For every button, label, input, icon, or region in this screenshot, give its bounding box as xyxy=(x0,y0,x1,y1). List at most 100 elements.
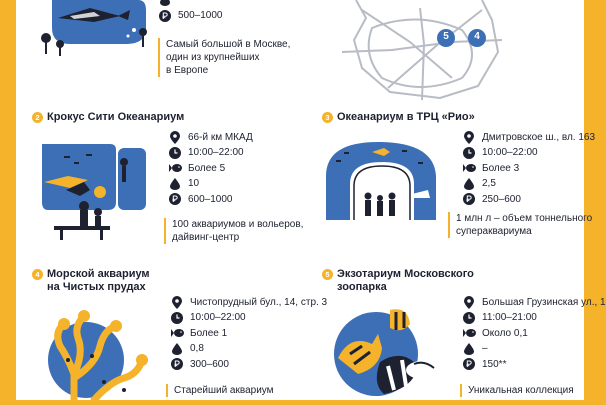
note-line: в Европе xyxy=(166,65,209,76)
card-2-illustration xyxy=(24,136,154,246)
card-3-info: Дмитровское ш., вл. 163 10:00–22:00 Боле… xyxy=(462,130,595,206)
info-row-hours: 10:00–22:00 xyxy=(168,146,253,160)
card-4-title: 4 Морской аквариум на Чистых прудах xyxy=(32,268,150,294)
info-row-species: Более 3 xyxy=(462,161,595,175)
location-pin-icon xyxy=(462,295,476,309)
info-value-species: Более 1 xyxy=(190,327,228,339)
info-value-price: 500–1000 xyxy=(178,10,223,21)
water-drop-icon xyxy=(462,177,476,191)
note-line: Уникальная коллекция xyxy=(468,385,574,396)
ruble-icon xyxy=(168,192,182,206)
info-value-address: 66-й км МКАД xyxy=(188,131,253,143)
info-value-price: 600–1000 xyxy=(188,193,233,205)
info-value-volume: – xyxy=(482,343,488,354)
water-drop-icon xyxy=(158,0,172,7)
info-value-address: Чистопрудный бул., 14, стр. 3 xyxy=(190,296,328,308)
fish-icon xyxy=(168,161,182,175)
info-row-price: 500–1000 xyxy=(158,9,223,23)
info-row-species: Более 5 xyxy=(168,161,253,175)
map-marker-4: 4 xyxy=(474,31,480,42)
map-marker-5: 5 xyxy=(443,31,449,42)
card-3-title: 3 Океанариум в ТРЦ «Рио» xyxy=(322,111,475,124)
ruble-icon xyxy=(462,192,476,206)
info-value-volume: 0,8 xyxy=(190,343,204,354)
water-drop-icon xyxy=(462,342,476,356)
note-line: 1 млн л – объем тоннельного xyxy=(456,213,593,224)
note-line: Старейший аквариум xyxy=(174,385,274,396)
info-row-volume: 2,5 xyxy=(462,177,595,191)
info-value-species: Более 3 xyxy=(482,162,520,174)
card-title-text: на Чистых прудах xyxy=(47,281,146,293)
card-5-illustration xyxy=(318,298,444,400)
aquarium-1-illustration xyxy=(30,0,150,58)
info-value-address: Большая Грузинская ул., 1 xyxy=(482,296,606,308)
card-title-text: Океанариум в ТРЦ «Рио» xyxy=(337,111,475,123)
card-4-note: Старейший аквариум xyxy=(166,384,274,397)
card-2-info: 66-й км МКАД 10:00–22:00 Более 5 10 600–… xyxy=(168,130,253,206)
info-row-address: Дмитровское ш., вл. 163 xyxy=(462,130,595,144)
info-row-address: Большая Грузинская ул., 1 xyxy=(462,295,606,309)
info-value-hours: 10:00–22:00 xyxy=(190,312,246,323)
info-row-price: 150** xyxy=(462,357,606,371)
card-3-note: 1 млн л – объем тоннельного супераквариу… xyxy=(448,212,592,238)
note-line: один из крупнейших xyxy=(166,52,260,63)
water-drop-icon xyxy=(170,342,184,356)
info-row-volume: – xyxy=(462,342,606,356)
info-value-hours: 11:00–21:00 xyxy=(482,312,537,323)
card-5-note: Уникальная коллекция xyxy=(460,384,574,397)
ruble-icon xyxy=(462,357,476,371)
info-row-price: 600–1000 xyxy=(168,192,253,206)
location-pin-icon xyxy=(462,130,476,144)
card-3-illustration xyxy=(318,136,448,226)
info-row-species: Около 0,1 xyxy=(462,326,606,340)
aquarium-1-info: 500–1000 xyxy=(158,0,223,23)
info-row-volume-cut xyxy=(158,0,223,7)
info-row-hours: 10:00–22:00 xyxy=(170,311,327,325)
card-number: 3 xyxy=(322,112,333,123)
info-value-price: 150** xyxy=(482,358,507,370)
ruble-icon xyxy=(158,9,172,23)
card-title-text: Экзотариум Московского xyxy=(337,268,474,280)
card-2-title: 2 Крокус Сити Океанариум xyxy=(32,111,184,124)
fish-icon xyxy=(462,161,476,175)
info-value-volume: 10 xyxy=(188,178,200,189)
card-4-illustration xyxy=(34,298,160,404)
clock-icon xyxy=(170,311,184,325)
clock-icon xyxy=(462,311,476,325)
card-4-info: Чистопрудный бул., 14, стр. 3 10:00–22:0… xyxy=(170,295,327,371)
info-value-hours: 10:00–22:00 xyxy=(188,147,244,158)
card-5-info: Большая Грузинская ул., 1 11:00–21:00 Ок… xyxy=(462,295,606,371)
info-row-price: 250–600 xyxy=(462,192,595,206)
moscow-map: 5 4 xyxy=(332,0,503,101)
info-row-volume: 0,8 xyxy=(170,342,327,356)
fish-icon xyxy=(462,326,476,340)
clock-icon xyxy=(462,146,476,160)
note-line: Самый большой в Москве, xyxy=(166,39,291,50)
card-title-text: Морской аквариум xyxy=(47,268,150,280)
info-row-volume: 10 xyxy=(168,177,253,191)
ruble-icon xyxy=(170,357,184,371)
info-value-volume: 2,5 xyxy=(482,178,496,189)
info-value-hours: 10:00–22:00 xyxy=(482,147,538,158)
note-line: супераквариума xyxy=(456,226,532,237)
location-pin-icon xyxy=(168,130,182,144)
info-row-species: Более 1 xyxy=(170,326,327,340)
info-value-price: 300–600 xyxy=(190,358,229,370)
info-value-price: 250–600 xyxy=(482,193,521,205)
card-5-title: 5 Экзотариум Московского зоопарка xyxy=(322,268,474,294)
infographic-page: 500–1000 Самый большой в Москве, один из… xyxy=(16,0,606,404)
info-row-address: 66-й км МКАД xyxy=(168,130,253,144)
info-value-species: Более 5 xyxy=(188,162,226,174)
fish-icon xyxy=(170,326,184,340)
card-number: 5 xyxy=(322,269,333,280)
location-pin-icon xyxy=(170,295,184,309)
clock-icon xyxy=(168,146,182,160)
card-2-note: 100 аквариумов и вольеров, дайвинг-центр xyxy=(164,218,303,244)
card-title-text: Крокус Сити Океанариум xyxy=(47,111,185,123)
info-row-price: 300–600 xyxy=(170,357,327,371)
info-row-hours: 11:00–21:00 xyxy=(462,311,606,325)
water-drop-icon xyxy=(168,177,182,191)
card-title-text: зоопарка xyxy=(337,281,387,293)
note-line: дайвинг-центр xyxy=(172,232,240,243)
info-value-species: Около 0,1 xyxy=(482,327,528,339)
